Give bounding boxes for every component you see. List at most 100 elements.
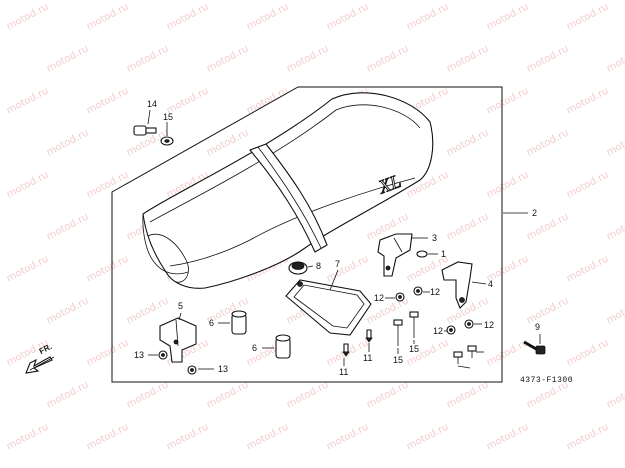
watermark-text: motod.ru: [165, 1, 211, 32]
watermark-text: motod.ru: [605, 43, 625, 74]
watermark-text: motod.ru: [445, 127, 491, 158]
watermark-text: motod.ru: [45, 127, 91, 158]
nuts-13: [158, 350, 197, 375]
washer-14: [160, 136, 174, 146]
callout-6a: 6: [209, 318, 214, 328]
watermark-text: motod.ru: [565, 1, 611, 32]
watermark-text: motod.ru: [285, 379, 331, 410]
watermark-text: motod.ru: [325, 253, 371, 284]
watermark-text: motod.ru: [565, 169, 611, 200]
callout-6b: 6: [252, 343, 257, 353]
watermark-text: motod.ru: [565, 337, 611, 368]
watermark-text: motod.ru: [245, 421, 291, 452]
watermark-text: motod.ru: [565, 421, 611, 452]
callout-11b: 11: [363, 353, 372, 363]
watermark-text: motod.ru: [205, 379, 251, 410]
watermark-text: motod.ru: [5, 169, 51, 200]
assembly-frame: [111, 86, 503, 383]
watermark-text: motod.ru: [165, 421, 211, 452]
watermark-text: motod.ru: [525, 127, 571, 158]
callout-12a: 12: [374, 293, 384, 303]
bolt-9: [133, 125, 157, 136]
watermark-text: motod.ru: [605, 379, 625, 410]
watermark-text: motod.ru: [45, 379, 91, 410]
tray-7: [285, 269, 372, 336]
watermark-text: motod.ru: [605, 295, 625, 326]
watermark-text: motod.ru: [125, 295, 171, 326]
nuts-12: [395, 286, 474, 335]
watermark-text: motod.ru: [205, 127, 251, 158]
watermark-text: motod.ru: [45, 43, 91, 74]
bracket-3: [377, 233, 428, 277]
watermark-text: motod.ru: [485, 1, 531, 32]
watermark-text: motod.ru: [365, 379, 411, 410]
watermark-text: motod.ru: [445, 43, 491, 74]
watermark-text: motod.ru: [525, 43, 571, 74]
diagram-code: 4373-F1300: [520, 376, 573, 385]
watermark-text: motod.ru: [5, 421, 51, 452]
callout-9: 14: [147, 99, 157, 109]
callout-1: 1: [441, 249, 446, 259]
watermark-text: motod.ru: [365, 295, 411, 326]
callout-12c: 12: [433, 326, 443, 336]
callout-12b: 12: [430, 287, 440, 297]
studs-15: [393, 311, 477, 364]
watermark-text: motod.ru: [405, 1, 451, 32]
watermark-text: motod.ru: [45, 295, 91, 326]
watermark-text: motod.ru: [85, 1, 131, 32]
watermark-text: motod.ru: [565, 253, 611, 284]
bracket-5: [159, 317, 197, 363]
callout-12d: 12: [484, 320, 494, 330]
watermark-text: motod.ru: [485, 169, 531, 200]
washer-1: [416, 250, 438, 258]
dampers-6: [231, 310, 291, 359]
watermark-text: motod.ru: [605, 211, 625, 242]
callout-11a: 11: [339, 367, 348, 377]
callout-15b: 15: [409, 344, 419, 354]
grommet-8: [288, 261, 314, 275]
watermark-text: motod.ru: [285, 43, 331, 74]
leader-lines: [147, 109, 541, 370]
watermark-text: motod.ru: [485, 337, 531, 368]
watermark-text: motod.ru: [485, 85, 531, 116]
callout-10: 9: [535, 322, 540, 332]
seat: XL: [142, 92, 434, 289]
watermark-text: motod.ru: [125, 379, 171, 410]
callout-3: 3: [432, 233, 437, 243]
watermark-text: motod.ru: [605, 127, 625, 158]
watermark-text: motod.ru: [325, 1, 371, 32]
watermark-text: motod.ru: [485, 421, 531, 452]
watermark-text: motod.ru: [565, 85, 611, 116]
watermark-text: motod.ru: [205, 43, 251, 74]
callout-4: 4: [488, 279, 493, 289]
watermark-text: motod.ru: [5, 253, 51, 284]
bolt-10: [523, 340, 546, 355]
watermark-text: motod.ru: [245, 85, 291, 116]
callout-7: 7: [335, 259, 340, 269]
bracket-4: [441, 261, 487, 309]
callout-labels: 14 15 2 3 1 8 7 4 12 12 12 12 5 6 6 13 1…: [134, 99, 540, 377]
watermark-text: motod.ru: [325, 421, 371, 452]
watermark-text: motod.ru: [5, 1, 51, 32]
callout-8: 8: [316, 261, 321, 271]
watermark-text: motod.ru: [85, 421, 131, 452]
watermark-text: motod.ru: [85, 85, 131, 116]
rivets-11: [342, 329, 373, 357]
callout-13a: 13: [134, 350, 144, 360]
watermark-text: motod.ru: [525, 295, 571, 326]
watermark-text: motod.ru: [125, 43, 171, 74]
callout-5: 5: [178, 301, 183, 311]
callout-14: 15: [163, 112, 173, 122]
watermark-text: motod.ru: [365, 43, 411, 74]
watermark-text: motod.ru: [445, 379, 491, 410]
callout-13b: 13: [218, 364, 228, 374]
watermark-text: motod.ru: [85, 253, 131, 284]
watermark-text: motod.ru: [405, 421, 451, 452]
watermark-text: motod.ru: [45, 211, 91, 242]
watermark-text: motod.ru: [445, 211, 491, 242]
watermark-text: motod.ru: [5, 85, 51, 116]
watermark-text: motod.ru: [85, 337, 131, 368]
callout-2: 2: [532, 208, 537, 218]
